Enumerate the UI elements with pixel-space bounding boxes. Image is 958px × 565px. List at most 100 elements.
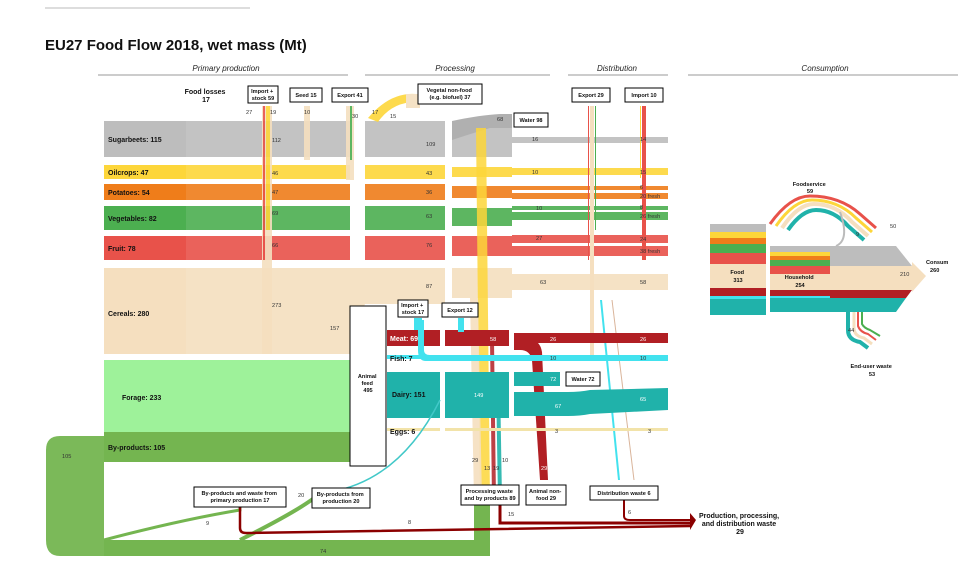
fs-value-9: 9 [856, 232, 859, 238]
section-distribution: Distribution [597, 64, 638, 73]
v-pot-d2: 20 fresh [640, 194, 660, 200]
export12-flow [458, 318, 464, 332]
loop-thin-left [103, 500, 242, 542]
v-cer-out: 63 [540, 280, 546, 286]
export-29-line-g [595, 106, 596, 230]
v-meat-dist: 26 [550, 337, 556, 343]
section-consumption: Consumption [801, 64, 849, 73]
flow-sugar-1 [186, 121, 245, 157]
byproducts-loop-flow [46, 436, 104, 556]
v-dairy-67: 67 [555, 404, 561, 410]
inflow-import-r [263, 106, 265, 260]
enduser-waste-flow-1 [846, 312, 870, 350]
loop-value-8: 8 [408, 520, 411, 526]
distribution-verticals [588, 106, 646, 481]
cons-arrow [912, 262, 926, 292]
block-cereals [104, 268, 186, 354]
byproducts-loop-bottom [104, 540, 490, 556]
v-oil-out: 10 [532, 170, 538, 176]
eggs-dist [445, 428, 668, 431]
byproducts-loop-rise [474, 500, 490, 556]
v-cer-feed: 157 [330, 326, 339, 332]
col3-pot [312, 184, 350, 200]
v-sugar-primary: 112 [272, 138, 281, 144]
dairy-block [387, 372, 440, 418]
v-veg-out: 10 [536, 206, 542, 212]
proc-sugar [365, 121, 445, 157]
primary-blocks: Sugarbeets: 115 Oilcrops: 47 Potatoes: 5… [104, 121, 350, 462]
export-12-box [441, 302, 479, 318]
animal-feed-text: Animal feed 495 [358, 374, 378, 394]
top-boxes: Food losses 17 Import + stock 59 Seed 15… [185, 83, 664, 387]
hh-stripe-9 [770, 298, 830, 312]
loop-value-105: 105 [62, 454, 71, 460]
gap-veg [297, 206, 312, 230]
fish-block [387, 355, 440, 359]
col3-fruit [312, 236, 350, 260]
byproducts-production-text: By-products from production 20 [317, 492, 366, 505]
consumption-label: Consum 260 [926, 260, 950, 274]
waste-value-15: 15 [508, 512, 514, 518]
import-10-line [642, 106, 646, 260]
dist-veg-b [452, 212, 668, 220]
v-meat-proc: 58 [490, 337, 496, 343]
hh-stripe-3 [770, 256, 830, 260]
v-fruit-d2: 38 fresh [640, 249, 660, 255]
v-fish-dist2: 10 [640, 356, 646, 362]
col3-sugar [312, 121, 350, 157]
flow-veg-1 [186, 206, 245, 230]
v-veg-d1: 8 [640, 205, 643, 211]
flow-values: 27 19 10 30 17 15 112 109 68 16 14 46 43… [246, 110, 660, 472]
block-fruit [104, 236, 186, 260]
proc-oil [365, 165, 445, 179]
v-eggs-dist2: 3 [648, 429, 651, 435]
seed-box [289, 87, 323, 103]
v-veg-top: 17 [372, 110, 378, 116]
cons-mid [830, 266, 920, 290]
export-41-box [331, 87, 369, 103]
v-cer-dist: 58 [640, 280, 646, 286]
label-byproducts: By-products: 105 [108, 445, 165, 452]
hh-stripe-6 [770, 274, 830, 290]
foodservice-arc-2 [774, 198, 873, 234]
hh-value-210: 210 [900, 272, 909, 278]
waste-value-6: 6 [628, 510, 631, 516]
v-import-top2: 19 [270, 110, 276, 116]
inflow-import-y [266, 106, 270, 230]
v-oil-proc: 43 [426, 171, 432, 177]
waste-line [238, 500, 691, 535]
eggs-block [387, 428, 440, 431]
label-cereals: Cereals: 280 [108, 311, 149, 318]
v-oil-primary: 46 [272, 171, 278, 177]
v-sugar-proc-out: 16 [532, 137, 538, 143]
v-eggs-dist: 3 [555, 429, 558, 435]
label-fish: Fish: 7 [390, 356, 413, 363]
block-sugarbeets [104, 121, 186, 157]
label-eggs: Eggs: 6 [390, 429, 415, 436]
dairy-proc [445, 372, 509, 418]
waste-arrow [690, 513, 696, 530]
page-title: EU27 Food Flow 2018, wet mass (Mt) [45, 37, 307, 54]
household-label: Household 254 [785, 275, 815, 289]
foodservice-to-hh [835, 211, 846, 247]
v-pot-primary: 47 [272, 190, 278, 196]
distribution-waste-box [589, 485, 659, 501]
proc-fruit [365, 236, 445, 260]
export-29-line-r [588, 106, 589, 260]
v-meat-dist2: 26 [640, 337, 646, 343]
animal-rows: Meat: 69 Fish: 7 Dairy: 151 Eggs: 6 [329, 318, 668, 493]
proc-cer [365, 268, 445, 304]
waste-line-distribution [623, 500, 690, 521]
v-fish-dist: 10 [550, 356, 556, 362]
import-stock-59-box [247, 85, 279, 104]
meat-dist [514, 333, 668, 343]
v-cer-proc: 87 [426, 284, 432, 290]
inflow-seed [304, 106, 310, 160]
gap-fruit [297, 236, 312, 260]
proc-pot [365, 184, 445, 200]
export-29-line [590, 106, 594, 360]
export-29-box [571, 87, 611, 103]
seed-text: Seed 15 [295, 93, 316, 99]
flow-pot-1 [186, 184, 245, 200]
